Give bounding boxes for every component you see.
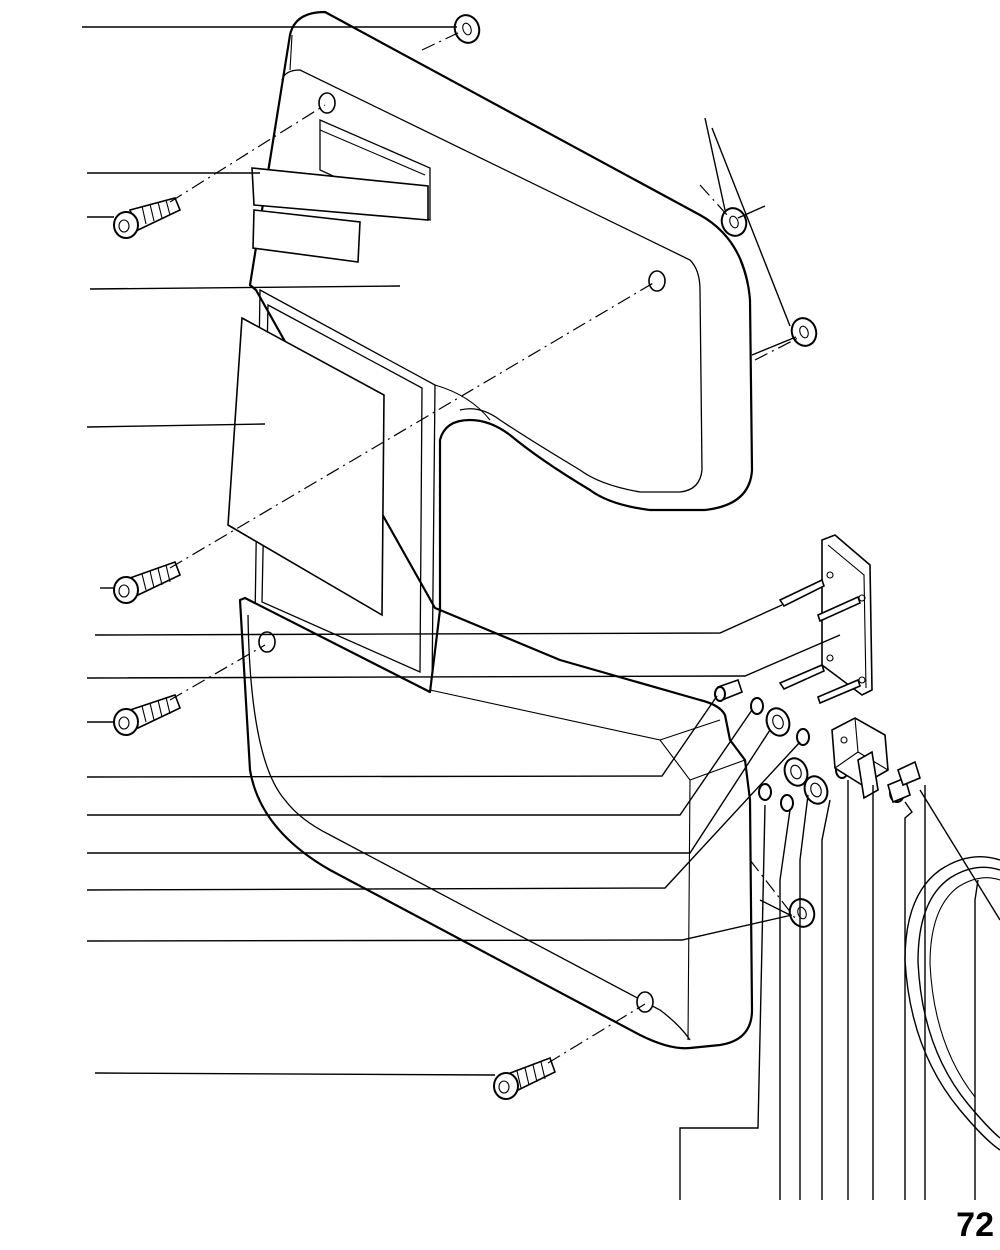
screw-3 — [113, 693, 182, 736]
washer-right-2 — [790, 317, 818, 347]
washer-top — [453, 14, 481, 44]
warning-label-small — [251, 167, 429, 263]
bracket-screws — [778, 578, 861, 705]
center-lines — [169, 31, 799, 1064]
page-number: 72 — [956, 1206, 994, 1244]
screw-1 — [113, 197, 182, 239]
leader-lines-left — [82, 26, 841, 1076]
saw-blade — [904, 855, 1000, 1151]
washer-right-1 — [720, 207, 748, 237]
leader-lines-right — [679, 117, 1000, 1200]
screw-4 — [493, 1056, 556, 1100]
mounting-bracket-plate — [821, 534, 873, 696]
screw-2 — [113, 560, 182, 604]
blade-guide-assembly — [714, 678, 921, 812]
lower-cover-panel — [238, 596, 754, 1050]
window-film-sheet — [227, 316, 385, 617]
washer-lower — [788, 898, 816, 928]
upper-cover-panel — [248, 10, 754, 699]
